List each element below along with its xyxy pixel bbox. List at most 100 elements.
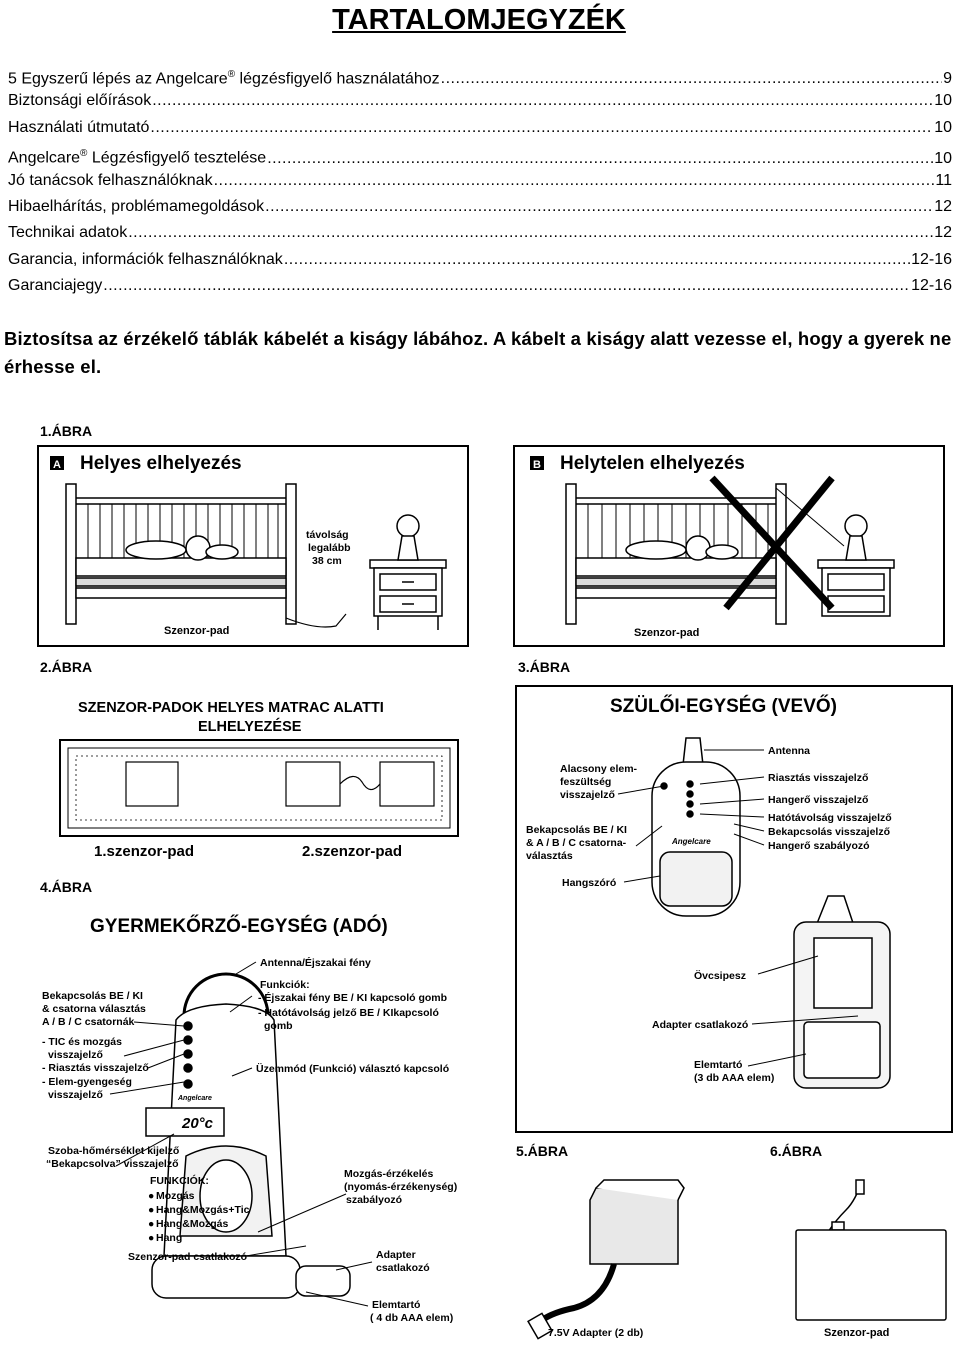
onoff-label-2: & A / B / C csatorna- bbox=[526, 837, 627, 849]
svg-text:●: ● bbox=[148, 1218, 154, 1230]
wrong-cross-icon bbox=[709, 475, 835, 611]
function-1: - Éjszakai fény BE / KI kapcsoló gomb bbox=[258, 991, 447, 1004]
toc-entry: Garanciajegy 12-16 bbox=[8, 273, 952, 299]
adapter-label-2: csatlakozó bbox=[376, 1262, 430, 1274]
pad-connector-label: Szenzor-pad csatlakozó bbox=[128, 1251, 247, 1263]
figure-3-title: SZÜLŐI-EGYSÉG (VEVŐ) bbox=[610, 695, 837, 717]
panel-a-pad-label: Szenzor-pad bbox=[164, 625, 229, 637]
nightstand-illustration bbox=[369, 514, 447, 630]
toc-entry: Technikai adatok12 bbox=[8, 220, 952, 246]
figure-4-label: 4.ÁBRA bbox=[40, 879, 92, 895]
toc-entry-title: Garancia, információk felhasználóknak bbox=[8, 250, 283, 268]
motion-label-2: (nyomás-érzékenység) bbox=[344, 1181, 457, 1193]
toc-page-number: 12-16 bbox=[911, 277, 952, 295]
low-battery-label-3: visszajelző bbox=[560, 789, 615, 801]
antenna-label: Antenna bbox=[768, 745, 810, 757]
temperature-label-2: “Bekapcsolva” visszajelző bbox=[46, 1158, 179, 1170]
baby-battery-label-1: Elemtartó bbox=[372, 1299, 420, 1311]
toc-entry-title: Technikai adatok bbox=[8, 224, 128, 242]
mode-3: Hang&Mozgás bbox=[156, 1218, 228, 1230]
figure-6: 6.ÁBRA Szenzor-pad bbox=[770, 1143, 947, 1339]
panel-a-letter: A bbox=[53, 459, 61, 471]
tic-label-2: visszajelző bbox=[48, 1049, 103, 1061]
toc-leader-dots bbox=[128, 220, 933, 246]
figure-2-title-2: ELHELYEZÉSE bbox=[198, 718, 302, 735]
toc-entry: Biztonsági előírások 10 bbox=[8, 88, 952, 114]
toc-entry-title: Hibaelhárítás, problémamegoldások bbox=[8, 197, 265, 215]
mattress-illustration bbox=[59, 739, 459, 837]
panel-b: B Helytelen elhelyezés bbox=[513, 445, 945, 647]
baby-battery-label-2: ( 4 db AAA elem) bbox=[370, 1312, 453, 1324]
toc-entry-title: 5 Egyszerű lépés az Angelcare® légzésfig… bbox=[8, 69, 440, 88]
baby-unit-brand: Angelcare bbox=[177, 1095, 212, 1102]
mode-1: Mozgás bbox=[156, 1190, 195, 1202]
belt-clip-label: Övcsipesz bbox=[694, 969, 746, 982]
mode-4: Hang bbox=[156, 1232, 182, 1244]
svg-text:●: ● bbox=[148, 1232, 154, 1244]
parent-unit-brand: Angelcare bbox=[671, 837, 711, 846]
panel-b-title: Helytelen elhelyezés bbox=[560, 453, 745, 474]
figure-3-label: 3.ÁBRA bbox=[518, 659, 570, 675]
adapter-illustration bbox=[527, 1179, 685, 1340]
toc-leader-dots bbox=[103, 273, 910, 299]
svg-text:●: ● bbox=[148, 1190, 154, 1202]
panel-a-title: Helyes elhelyezés bbox=[80, 453, 242, 474]
motion-label-3: szabályozó bbox=[346, 1194, 402, 1206]
temperature-display: 20°c bbox=[181, 1115, 214, 1132]
toc-entry: Garancia, információk felhasználóknak 12-… bbox=[8, 247, 952, 273]
toc-page-number: 11 bbox=[935, 171, 952, 189]
figure-4: 4.ÁBRA GYERMEKŐRZŐ-EGYSÉG (ADÓ) Angelcar… bbox=[40, 879, 457, 1324]
baby-onoff-label-3: A / B / C csatornák bbox=[42, 1016, 135, 1028]
page-title: TARTALOMJEGYZÉK bbox=[332, 4, 626, 36]
toc-page-number: 10 bbox=[934, 92, 952, 110]
figure-5-caption: 7.5V Adapter (2 db) bbox=[548, 1327, 643, 1339]
speaker-label: Hangszóró bbox=[562, 877, 616, 889]
toc-entry-title: Garanciajegy bbox=[8, 277, 103, 295]
parent-unit-back-illustration bbox=[793, 895, 891, 1089]
pad-1-label: 1.szenzor-pad bbox=[94, 843, 194, 860]
baby-unit-illustration bbox=[145, 972, 351, 1299]
registered-mark: ® bbox=[80, 148, 88, 160]
tic-label-1: - TIC és mozgás bbox=[42, 1036, 122, 1048]
toc-page-number: 12-16 bbox=[911, 250, 952, 268]
distance-label-1: távolság bbox=[306, 529, 349, 541]
toc-leader-dots bbox=[265, 194, 933, 220]
antenna-nightlight-label: Antenna/Éjszakai fény bbox=[260, 956, 371, 969]
figure-2: 2.ÁBRA SZENZOR-PADOK HELYES MATRAC ALATT… bbox=[40, 659, 459, 860]
toc-entry-title: Jó tanácsok felhasználóknak bbox=[8, 171, 213, 189]
toc-leader-dots bbox=[150, 115, 933, 141]
toc-leader-dots bbox=[284, 247, 910, 273]
toc-entry-title: Használati útmutató bbox=[8, 118, 150, 136]
intro-paragraph: Biztosítsa az érzékelő táblák kábelét a … bbox=[4, 328, 952, 377]
distance-label-3: 38 cm bbox=[312, 555, 342, 567]
toc-page-number: 10 bbox=[934, 149, 952, 167]
figure-5-label: 5.ÁBRA bbox=[516, 1143, 568, 1159]
figure-6-label: 6.ÁBRA bbox=[770, 1143, 822, 1159]
toc-page-number: 10 bbox=[934, 118, 952, 136]
table-of-contents: 5 Egyszerű lépés az Angelcare® légzésfig… bbox=[8, 62, 952, 300]
toc-entry-title: Biztonsági előírások bbox=[8, 92, 152, 110]
onoff-label-3: választás bbox=[526, 850, 573, 862]
functions-heading: Funkciók: bbox=[260, 979, 310, 991]
figure-1-label: 1.ÁBRA bbox=[40, 423, 92, 439]
toc-leader-dots bbox=[214, 168, 935, 194]
battery-holder-label-2: (3 db AAA elem) bbox=[694, 1072, 774, 1084]
pad-2-label: 2.szenzor-pad bbox=[302, 843, 402, 860]
figure-4-title: GYERMEKŐRZŐ-EGYSÉG (ADÓ) bbox=[90, 915, 388, 937]
function-2b: gomb bbox=[264, 1020, 293, 1032]
mode-2: Hang&Mozgás+Tic bbox=[156, 1204, 250, 1216]
low-battery-label-2: feszültség bbox=[560, 776, 611, 788]
panel-b-letter: B bbox=[533, 459, 541, 471]
distance-label-2: legalább bbox=[308, 542, 351, 554]
registered-mark: ® bbox=[227, 69, 236, 80]
volume-indicator-label: Hangerő visszajelző bbox=[768, 794, 868, 806]
mode-switch-label: Üzemmód (Funkció) választó kapcsoló bbox=[256, 1062, 449, 1075]
toc-entry: Jó tanácsok felhasználóknak 11 bbox=[8, 168, 952, 194]
alarm-label: - Riasztás visszajelző bbox=[42, 1062, 149, 1074]
figure-6-caption: Szenzor-pad bbox=[824, 1327, 889, 1339]
crib-illustration bbox=[65, 483, 297, 625]
lowbatt-label-1: - Elem-gyengeség bbox=[42, 1076, 132, 1088]
function-2a: - Hatótávolság jelző BE / KIkapcsoló bbox=[258, 1007, 439, 1019]
adapter-label-1: Adapter bbox=[376, 1249, 416, 1261]
figure-1: 1.ÁBRA A Helyes elhelyezés bbox=[37, 423, 945, 647]
